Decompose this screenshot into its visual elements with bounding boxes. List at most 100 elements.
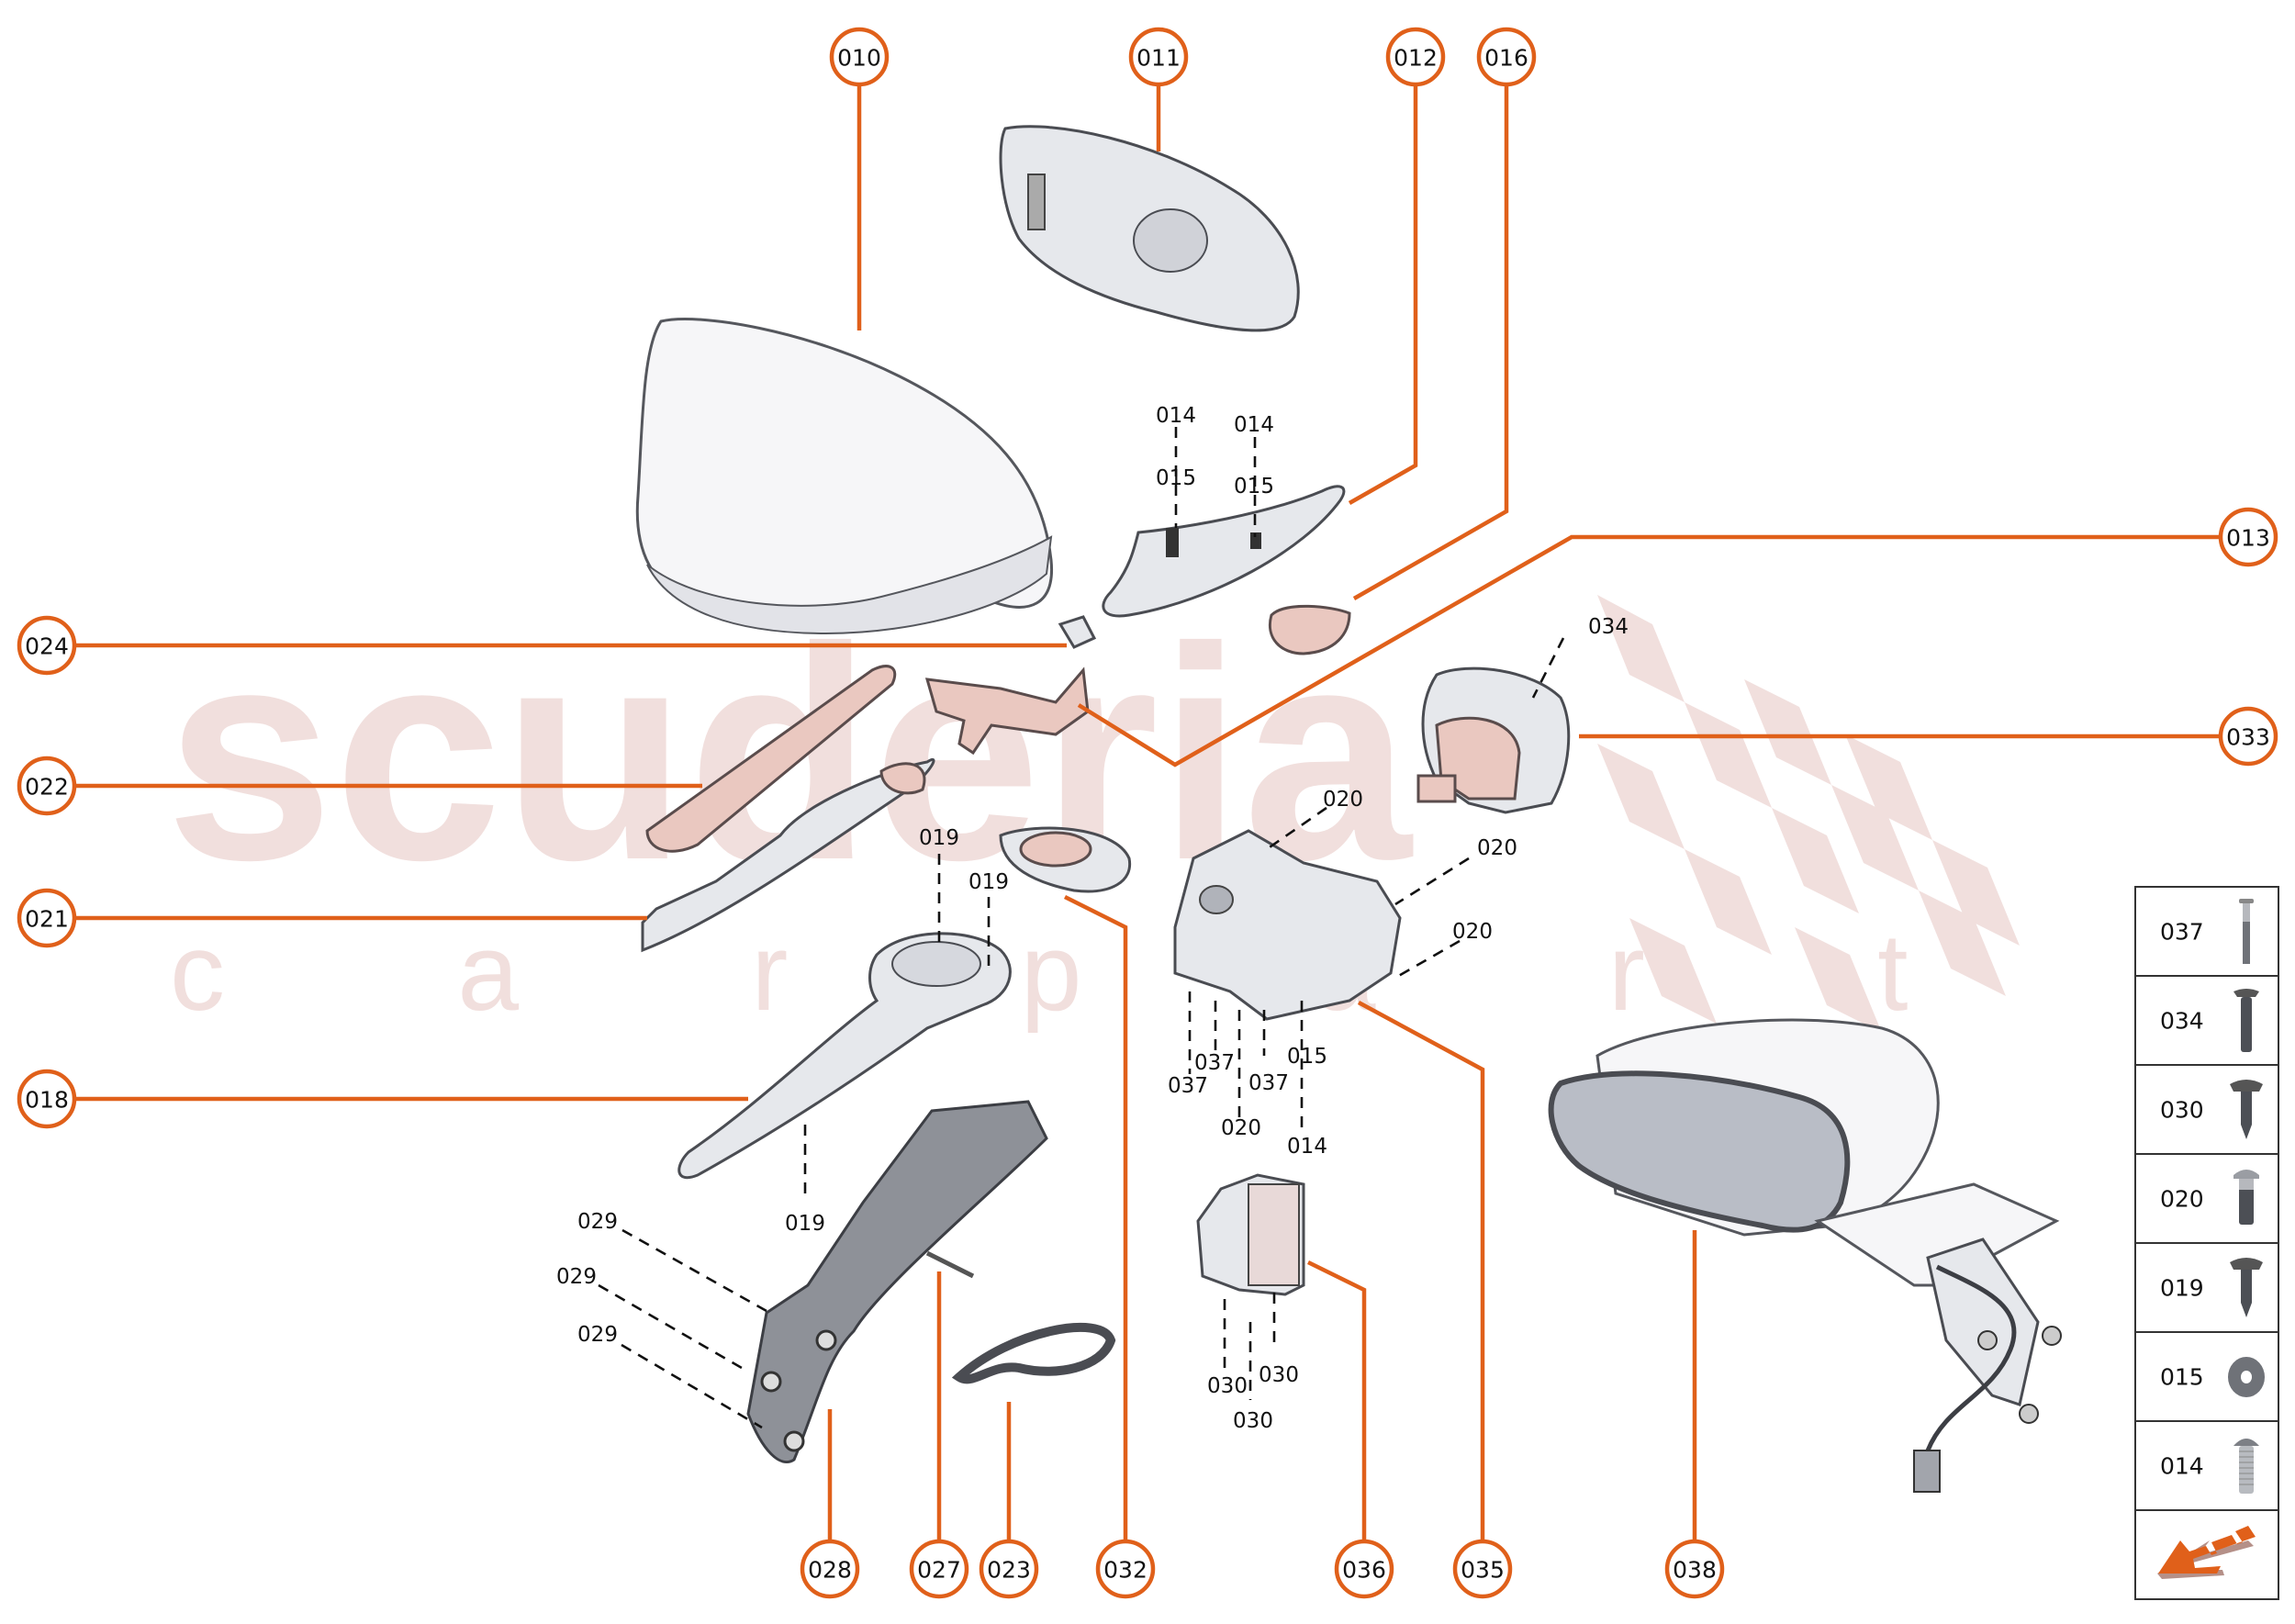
svg-text:018: 018 [25, 1087, 69, 1114]
legend-row-030[interactable]: 030 [2136, 1066, 2278, 1155]
svg-text:035: 035 [1461, 1557, 1505, 1584]
svg-text:028: 028 [808, 1557, 852, 1584]
part-motor-unit[interactable] [1196, 1173, 1305, 1296]
label-014: 014 [1287, 1135, 1327, 1159]
svg-text:013: 013 [2226, 525, 2270, 552]
legend-label: 019 [2160, 1274, 2204, 1301]
sub-part-labels: 014 015 014 015 034 020 020 020 019 019 … [556, 404, 1629, 1433]
part-support-bracket[interactable] [924, 666, 1090, 756]
label-015: 015 [1234, 475, 1274, 498]
callout-028[interactable]: 028 [800, 1539, 860, 1599]
svg-text:032: 032 [1103, 1557, 1148, 1584]
part-gasket[interactable] [1269, 604, 1351, 655]
label-029: 029 [577, 1323, 618, 1347]
legend-label: 015 [2160, 1363, 2204, 1390]
callout-024[interactable]: 024 [17, 615, 77, 676]
callout-036[interactable]: 036 [1334, 1539, 1394, 1599]
part-cover-panel[interactable] [641, 757, 935, 953]
part-base-gasket[interactable] [951, 1322, 1116, 1384]
callout-027[interactable]: 027 [909, 1539, 969, 1599]
svg-text:033: 033 [2226, 724, 2270, 751]
label-037: 037 [1194, 1051, 1235, 1075]
svg-text:010: 010 [837, 45, 881, 72]
label-014: 014 [1234, 413, 1274, 437]
svg-text:027: 027 [917, 1557, 961, 1584]
legend-arrow-row[interactable] [2136, 1511, 2278, 1598]
svg-text:016: 016 [1484, 45, 1528, 72]
part-main-bracket[interactable] [746, 1100, 1048, 1463]
svg-text:022: 022 [25, 774, 69, 801]
legend-label: 014 [2160, 1452, 2204, 1479]
legend-label: 020 [2160, 1185, 2204, 1212]
svg-text:024: 024 [25, 633, 69, 660]
threaded-screw-icon [2233, 1439, 2259, 1494]
svg-text:036: 036 [1342, 1557, 1386, 1584]
legend-row-020[interactable]: 020 [2136, 1155, 2278, 1244]
callouts: 010 011 012 016 013 033 024 022 021 018 … [17, 27, 2278, 1599]
part-actuator-housing[interactable] [1173, 829, 1402, 1021]
label-019: 019 [968, 870, 1009, 894]
long-bolt-icon [2239, 899, 2254, 964]
label-020: 020 [1452, 920, 1493, 944]
label-015: 015 [1287, 1045, 1327, 1069]
label-029: 029 [556, 1265, 597, 1289]
legend-row-034[interactable]: 034 [2136, 977, 2278, 1066]
svg-text:021: 021 [25, 906, 69, 933]
part-mirror-base-arm[interactable] [677, 932, 1012, 1180]
label-037: 037 [1248, 1071, 1289, 1095]
label-014: 014 [1156, 404, 1196, 428]
legend-label: 034 [2160, 1007, 2204, 1034]
checkered-flag-watermark [1597, 595, 2020, 1033]
part-clip[interactable] [1058, 615, 1097, 649]
flange-bolt-icon [2233, 989, 2259, 1052]
svg-text:011: 011 [1136, 45, 1181, 72]
leader-lines [76, 86, 2219, 1540]
pan-head-bolt-icon [2233, 1170, 2259, 1225]
label-029: 029 [577, 1210, 618, 1234]
part-trim-strip[interactable] [645, 665, 897, 853]
legend-label: 030 [2160, 1096, 2204, 1123]
dashed-leaders [598, 427, 1565, 1429]
part-complete-mirror[interactable] [1548, 1018, 2062, 1493]
callout-032[interactable]: 032 [1095, 1539, 1156, 1599]
legend-row-014[interactable]: 014 [2136, 1422, 2278, 1511]
callout-023[interactable]: 023 [979, 1539, 1039, 1599]
callout-012[interactable]: 012 [1385, 27, 1446, 87]
callout-018[interactable]: 018 [17, 1069, 77, 1129]
orange-direction-arrow-icon [2157, 1526, 2256, 1579]
self-tapping-screw-icon [2230, 1258, 2263, 1317]
label-020: 020 [1221, 1116, 1261, 1140]
legend-row-037[interactable]: 037 [2136, 888, 2278, 977]
label-020: 020 [1323, 788, 1363, 812]
self-tapping-screw-icon [2230, 1080, 2263, 1139]
label-019: 019 [785, 1212, 825, 1236]
svg-text:012: 012 [1394, 45, 1438, 72]
fastener-legend: 037 034 030 020 019 [2134, 886, 2279, 1600]
part-mirror-cap[interactable] [635, 318, 1054, 635]
svg-text:023: 023 [987, 1557, 1031, 1584]
callout-013[interactable]: 013 [2218, 507, 2278, 567]
callout-021[interactable]: 021 [17, 888, 77, 948]
label-019: 019 [919, 826, 959, 850]
legend-row-015[interactable]: 015 [2136, 1333, 2278, 1422]
callout-035[interactable]: 035 [1452, 1539, 1513, 1599]
callout-022[interactable]: 022 [17, 756, 77, 816]
callout-033[interactable]: 033 [2218, 706, 2278, 767]
label-030: 030 [1207, 1374, 1248, 1398]
label-030: 030 [1259, 1363, 1299, 1387]
part-seal-ring[interactable] [999, 826, 1132, 893]
part-mirror-glass[interactable] [999, 125, 1300, 332]
label-037: 037 [1168, 1074, 1208, 1098]
callout-010[interactable]: 010 [829, 27, 890, 87]
label-034: 034 [1588, 615, 1629, 639]
part-pin[interactable] [925, 1250, 975, 1279]
label-030: 030 [1233, 1409, 1273, 1433]
legend-row-019[interactable]: 019 [2136, 1244, 2278, 1333]
part-mirror-arm-trim[interactable] [1102, 485, 1346, 618]
callout-016[interactable]: 016 [1476, 27, 1537, 87]
callout-038[interactable]: 038 [1664, 1539, 1725, 1599]
label-020: 020 [1477, 836, 1517, 860]
part-adjustment-motor[interactable] [1416, 666, 1571, 814]
callout-011[interactable]: 011 [1128, 27, 1189, 87]
